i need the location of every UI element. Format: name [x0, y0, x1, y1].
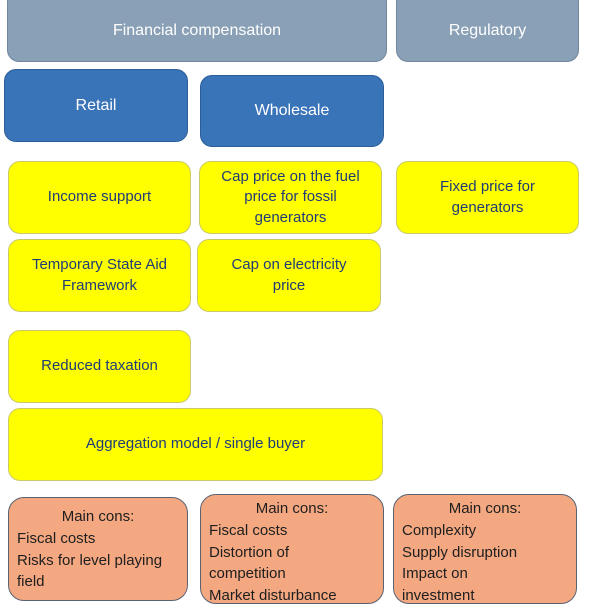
retail-box: Retail — [4, 69, 188, 142]
wholesale-cons-item: Fiscal costs — [209, 521, 288, 539]
wholesale-cons-item: Market disturbance — [209, 587, 337, 604]
wholesale-label: Wholesale — [254, 102, 330, 120]
reduced-taxation-box: Reduced taxation — [8, 330, 191, 403]
retail-label: Retail — [75, 96, 117, 114]
aggregation-label: Aggregation model / single buyer — [85, 435, 306, 453]
wholesale-cons-item: Distortion of competition — [209, 543, 290, 583]
wholesale-box: Wholesale — [200, 75, 384, 147]
retail-cons-item: Risks for level playing field — [17, 551, 163, 591]
retail-cons-item: Fiscal costs — [17, 529, 96, 547]
regulatory-header: Regulatory — [396, 0, 579, 62]
state-aid-box: Temporary State Aid Framework — [8, 239, 191, 312]
regulatory-cons-item: Complexity — [402, 521, 477, 539]
reduced-taxation-label: Reduced taxation — [41, 357, 158, 375]
wholesale-cons-heading: Main cons: — [255, 500, 329, 517]
income-support-box: Income support — [8, 161, 191, 234]
retail-cons-box: Main cons: Fiscal costs Risks for level … — [8, 497, 188, 601]
income-support-label: Income support — [47, 188, 152, 206]
cap-electricity-label: Cap on electricity price — [231, 256, 347, 294]
cap-fuel-price-box: Cap price on the fuel price for fossil g… — [199, 161, 382, 234]
retail-cons-heading: Main cons: — [61, 508, 135, 525]
fixed-price-box: Fixed price for generators — [396, 161, 579, 234]
financial-compensation-header: Financial compensation — [7, 0, 387, 62]
cap-electricity-box: Cap on electricity price — [197, 239, 381, 312]
regulatory-cons-item: Impact on investment — [402, 565, 475, 604]
regulatory-cons-box: Main cons: Complexity Supply disruption … — [393, 494, 577, 604]
aggregation-box: Aggregation model / single buyer — [8, 408, 383, 481]
regulatory-cons-item: Supply disruption — [402, 543, 518, 561]
state-aid-label: Temporary State Aid Framework — [31, 256, 168, 294]
financial-compensation-label: Financial compensation — [112, 22, 282, 40]
wholesale-cons-box: Main cons: Fiscal costs Distortion of co… — [200, 494, 384, 604]
regulatory-cons-heading: Main cons: — [448, 500, 522, 517]
cap-fuel-price-label: Cap price on the fuel price for fossil g… — [221, 168, 360, 226]
fixed-price-label: Fixed price for generators — [439, 178, 536, 216]
regulatory-label: Regulatory — [448, 22, 527, 40]
